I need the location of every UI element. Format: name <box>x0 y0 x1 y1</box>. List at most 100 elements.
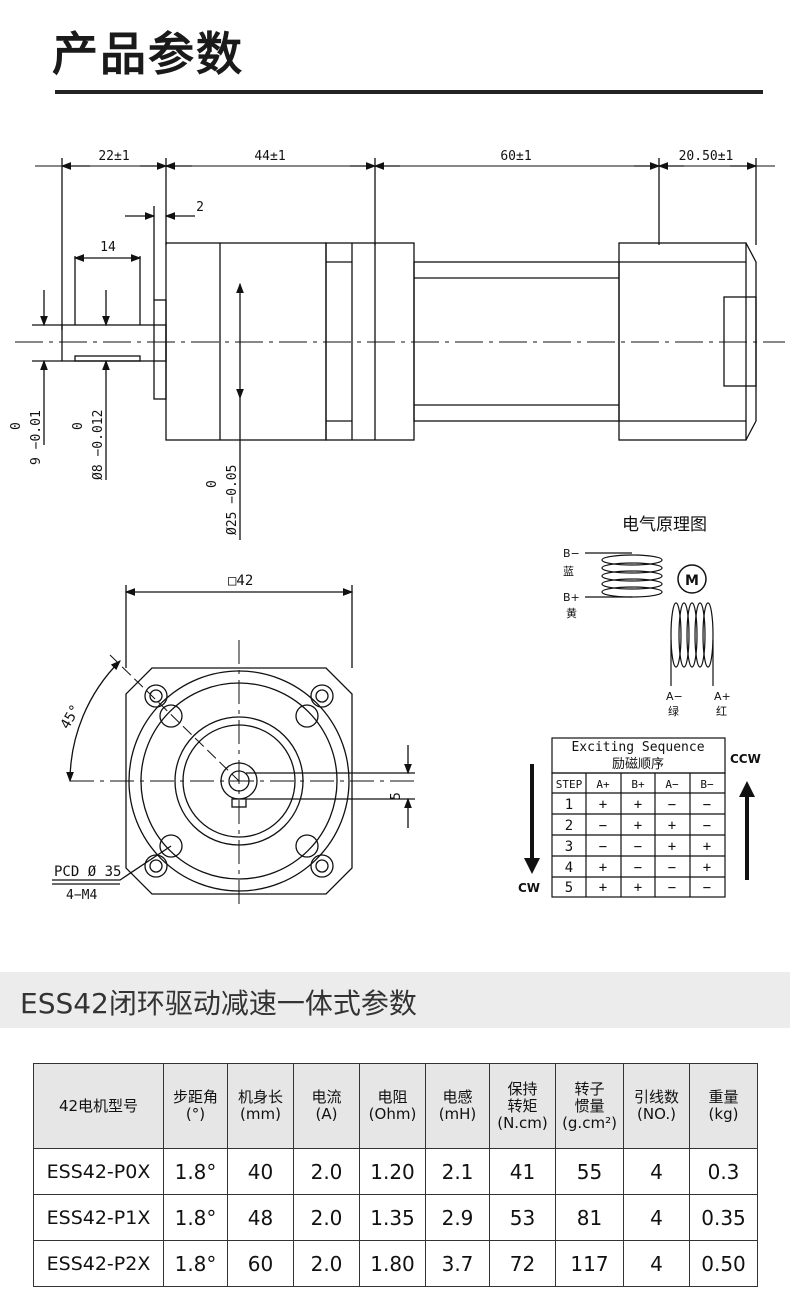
seq-cell: − <box>668 880 676 896</box>
table-cell: 4 <box>623 1148 690 1195</box>
table-cell: 40 <box>227 1148 294 1195</box>
section-band <box>0 972 790 1028</box>
table-cell: 4 <box>623 1240 690 1287</box>
label-a-minus: A− <box>666 690 683 703</box>
dim-boss-dia: Ø25 −0.05 <box>225 465 240 535</box>
dim-boss-dia-zero: 0 <box>205 480 220 488</box>
table-cell: 2.0 <box>293 1194 360 1241</box>
cw-label: CW <box>518 881 540 895</box>
seq-cell: − <box>634 839 642 855</box>
dim-14: 14 <box>100 240 116 255</box>
table-row: ESS42-P0X 1.8° 40 2.0 1.20 2.1 41 55 4 0… <box>33 1148 758 1195</box>
sequence-table: Exciting Sequence 励磁顺序 STEP A+ B+ A− B− … <box>518 737 761 898</box>
title-divider <box>55 90 763 94</box>
seq-cell: − <box>703 818 711 834</box>
seq-header: STEP <box>556 778 583 791</box>
label-b-minus: B− <box>563 547 580 560</box>
dim-2: 2 <box>196 200 204 215</box>
seq-cell: − <box>599 839 607 855</box>
dim-shaft-dia: Ø8 −0.012 <box>91 410 106 480</box>
seq-cell: + <box>634 797 642 813</box>
dim-angle: 45° <box>58 702 85 732</box>
col-header-current: 电流 (A) <box>293 1063 360 1149</box>
table-cell: 2.0 <box>293 1240 360 1287</box>
col-header-rotor-inertia: 转子 惯量 (g.cm²) <box>555 1063 624 1149</box>
table-row: ESS42-P2X 1.8° 60 2.0 1.80 3.7 72 117 4 … <box>33 1240 758 1287</box>
seq-cell: − <box>668 797 676 813</box>
col-header-inductance: 电感 (mH) <box>425 1063 490 1149</box>
seq-cell: 4 <box>565 860 573 876</box>
dim-shaft-dia-zero: 0 <box>71 422 86 430</box>
col-header-weight: 重量 (kg) <box>689 1063 758 1149</box>
label-a-plus-color: 红 <box>716 705 727 718</box>
dim-pcd: PCD Ø 35 <box>54 864 121 880</box>
table-cell: 1.8° <box>163 1194 228 1241</box>
seq-header: A− <box>665 778 679 791</box>
motor-symbol: M <box>685 573 699 589</box>
seq-header: A+ <box>596 778 610 791</box>
dim-shaft-flat-zero: 0 <box>9 422 24 430</box>
seq-cell: − <box>703 880 711 896</box>
dim-square: □42 <box>228 573 253 589</box>
seq-cell: 1 <box>565 797 573 813</box>
wiring-diagram: 电气原理图 B− 蓝 B+ 黄 M A− 绿 A+ 红 <box>563 515 731 718</box>
seq-cell: + <box>668 818 676 834</box>
sequence-title-cn: 励磁顺序 <box>612 757 664 772</box>
col-header-leads: 引线数 (NO.) <box>623 1063 690 1149</box>
dim-shaft-flat: 9 −0.01 <box>29 410 44 465</box>
col-header-length: 机身长 (mm) <box>227 1063 294 1149</box>
table-cell: 1.35 <box>359 1194 426 1241</box>
seq-cell: + <box>703 860 711 876</box>
label-b-plus: B+ <box>563 591 580 604</box>
seq-cell: − <box>599 818 607 834</box>
table-cell: ESS42-P2X <box>33 1240 164 1287</box>
table-cell: 2.0 <box>293 1148 360 1195</box>
table-row: ESS42-P1X 1.8° 48 2.0 1.35 2.9 53 81 4 0… <box>33 1194 758 1241</box>
table-cell: 60 <box>227 1240 294 1287</box>
table-cell: 117 <box>555 1240 624 1287</box>
wiring-title: 电气原理图 <box>622 515 707 535</box>
sequence-title-en: Exciting Sequence <box>571 740 704 755</box>
dim-44: 44±1 <box>254 149 285 164</box>
table-cell: 53 <box>489 1194 556 1241</box>
seq-cell: − <box>668 860 676 876</box>
seq-cell: + <box>703 839 711 855</box>
label-a-plus: A+ <box>714 690 731 703</box>
seq-cell: + <box>599 860 607 876</box>
table-cell: 2.1 <box>425 1148 490 1195</box>
table-cell: 1.8° <box>163 1148 228 1195</box>
table-cell: 48 <box>227 1194 294 1241</box>
label-b-minus-color: 蓝 <box>563 565 574 578</box>
table-cell: 55 <box>555 1148 624 1195</box>
dim-key: 5 <box>389 792 404 800</box>
seq-cell: − <box>634 860 642 876</box>
table-cell: 1.8° <box>163 1240 228 1287</box>
table-cell: 1.20 <box>359 1148 426 1195</box>
spec-table: 42电机型号 步距角 (°) 机身长 (mm) 电流 (A) 电阻 (Ohm) … <box>33 1063 758 1287</box>
col-header-resistance: 电阻 (Ohm) <box>359 1063 426 1149</box>
table-cell: 72 <box>489 1240 556 1287</box>
dim-60: 60±1 <box>500 149 531 164</box>
seq-cell: − <box>703 797 711 813</box>
seq-cell: + <box>634 880 642 896</box>
side-view <box>15 158 785 540</box>
table-cell: ESS42-P0X <box>33 1148 164 1195</box>
table-cell: ESS42-P1X <box>33 1194 164 1241</box>
seq-cell: + <box>599 880 607 896</box>
seq-cell: 5 <box>565 880 573 896</box>
label-b-plus-color: 黄 <box>566 606 577 620</box>
label-a-minus-color: 绿 <box>668 704 679 718</box>
seq-header: B− <box>700 778 714 791</box>
ccw-label: CCW <box>730 752 761 766</box>
col-header-model: 42电机型号 <box>33 1063 164 1149</box>
table-cell: 2.9 <box>425 1194 490 1241</box>
page-title: 产品参数 <box>52 27 244 81</box>
table-header-row: 42电机型号 步距角 (°) 机身长 (mm) 电流 (A) 电阻 (Ohm) … <box>33 1063 758 1149</box>
table-cell: 3.7 <box>425 1240 490 1287</box>
col-header-holding-torque: 保持 转矩 (N.cm) <box>489 1063 556 1149</box>
dim-thread: 4−M4 <box>66 888 97 903</box>
table-cell: 4 <box>623 1194 690 1241</box>
technical-drawing: 22±1 44±1 60±1 20.50±1 2 14 9 −0.01 0 Ø8… <box>9 149 785 910</box>
table-cell: 0.3 <box>689 1148 758 1195</box>
table-cell: 1.80 <box>359 1240 426 1287</box>
